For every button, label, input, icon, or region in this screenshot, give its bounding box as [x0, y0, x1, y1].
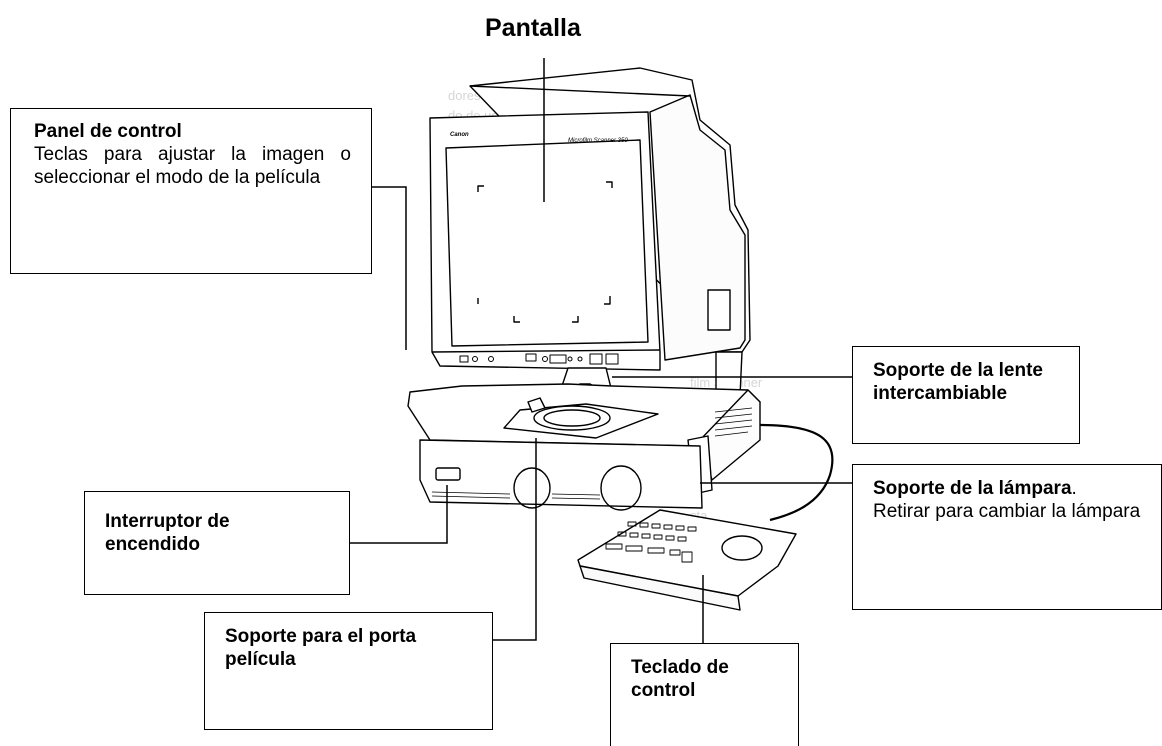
- pantalla-label: Pantalla: [485, 14, 581, 42]
- callout-title: Teclado de control: [631, 657, 729, 701]
- callout-interruptor: Interruptor de encendido: [84, 491, 350, 595]
- leader-lines: [349, 58, 852, 644]
- callout-soporte-lampara: Soporte de la lámpara. Retirar para camb…: [852, 464, 1162, 610]
- callout-porta-pelicula: Soporte para el porta película: [204, 612, 493, 730]
- callout-title: Interruptor de encendido: [105, 511, 230, 555]
- callout-panel-de-control: Panel de control Teclas para ajustar la …: [10, 108, 372, 274]
- callout-description: Retirar para cambiar la lámpara: [873, 501, 1141, 522]
- scanner-illustration: [407, 67, 834, 611]
- callout-teclado: Teclado de control: [610, 643, 799, 746]
- callout-title: Soporte de la lámpara.: [873, 478, 1077, 499]
- leader-panel-control: [372, 186, 407, 350]
- leader-porta: [492, 438, 537, 641]
- device-brand: Canon: [450, 132, 469, 138]
- callout-soporte-lente: Soporte de la lente intercambiable: [852, 346, 1080, 444]
- leader-interruptor: [349, 485, 448, 544]
- device-model: Microfilm Scanner 350: [568, 138, 628, 144]
- callout-description: Teclas para ajustar la imagen o seleccio…: [34, 144, 351, 188]
- callout-title: Soporte de la lente intercambiable: [873, 360, 1043, 404]
- callout-title: Panel de control: [34, 121, 182, 142]
- callout-title: Soporte para el porta película: [225, 626, 417, 670]
